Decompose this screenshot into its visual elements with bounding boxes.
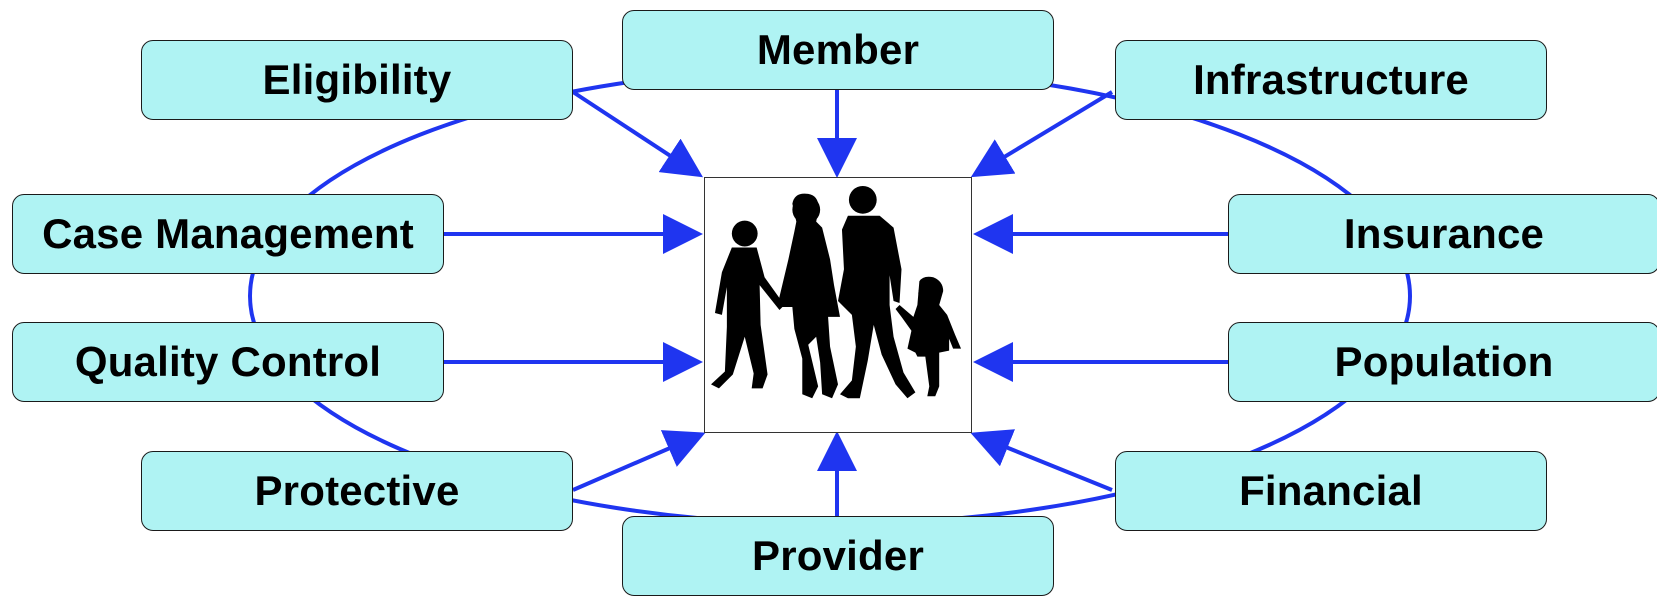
node-financial: Financial <box>1115 451 1547 531</box>
arrow-financial <box>970 429 1113 492</box>
arrow-infrastructure <box>970 90 1114 178</box>
node-infrastructure: Infrastructure <box>1115 40 1547 120</box>
family-image <box>704 177 972 433</box>
node-protective: Protective <box>141 451 573 531</box>
node-population: Population <box>1228 322 1657 402</box>
arrow-eligibility <box>571 90 704 178</box>
node-member: Member <box>622 10 1054 90</box>
arrow-protective <box>572 430 706 492</box>
node-provider: Provider <box>622 516 1054 596</box>
node-eligibility: Eligibility <box>141 40 573 120</box>
node-case-management: Case Management <box>12 194 444 274</box>
node-quality-control: Quality Control <box>12 322 444 402</box>
node-insurance: Insurance <box>1228 194 1657 274</box>
family-silhouette-icon <box>711 185 962 399</box>
